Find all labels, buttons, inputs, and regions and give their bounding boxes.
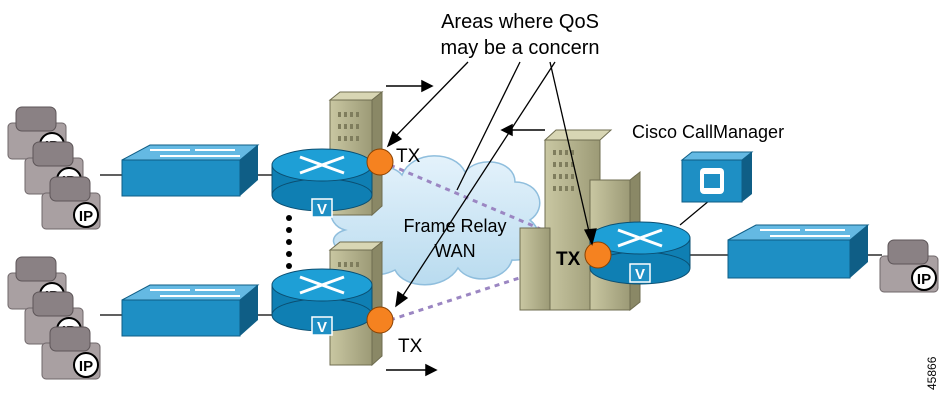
cloud-label-line1: Frame Relay <box>403 216 506 236</box>
callmanager-label: Cisco CallManager <box>632 122 784 142</box>
svg-text:V: V <box>635 266 645 283</box>
tx-label-hub: TX <box>556 249 581 270</box>
svg-text:IP: IP <box>79 358 93 375</box>
qos-marker-bottom <box>366 306 394 334</box>
phone-group-top: IP IP IP <box>7 106 101 230</box>
svg-text:V: V <box>317 319 327 336</box>
qos-annotation-line2: may be a concern <box>441 37 600 59</box>
callmanager-icon <box>680 151 754 203</box>
ellipsis-dots <box>286 215 292 269</box>
qos-annotation-line1: Areas where QoS <box>441 11 599 33</box>
router-hub-icon: V <box>589 221 691 285</box>
ip-phone-icon: IP <box>41 326 101 380</box>
annotation-pointers <box>386 61 597 308</box>
qos-marker-top <box>366 148 394 176</box>
switch-right-icon <box>727 224 870 279</box>
flow-arrows <box>386 79 545 377</box>
tx-label-top: TX <box>396 146 421 167</box>
router-bottom-icon: V <box>271 268 373 336</box>
ip-phone-right-icon: IP <box>879 239 939 293</box>
svg-text:IP: IP <box>79 208 93 225</box>
cloud-label-line2: WAN <box>434 241 475 261</box>
phone-group-bottom: IP IP IP <box>7 256 101 380</box>
switch-bottom-icon <box>121 284 260 337</box>
tx-label-bottom: TX <box>398 336 423 357</box>
svg-text:IP: IP <box>917 271 931 288</box>
switch-top-icon <box>121 144 260 197</box>
svg-text:V: V <box>317 201 327 218</box>
qos-marker-hub <box>584 241 612 269</box>
ip-phone-icon: IP <box>41 176 101 230</box>
figure-id: 45866 <box>925 356 939 390</box>
router-top-icon: V <box>271 148 373 218</box>
